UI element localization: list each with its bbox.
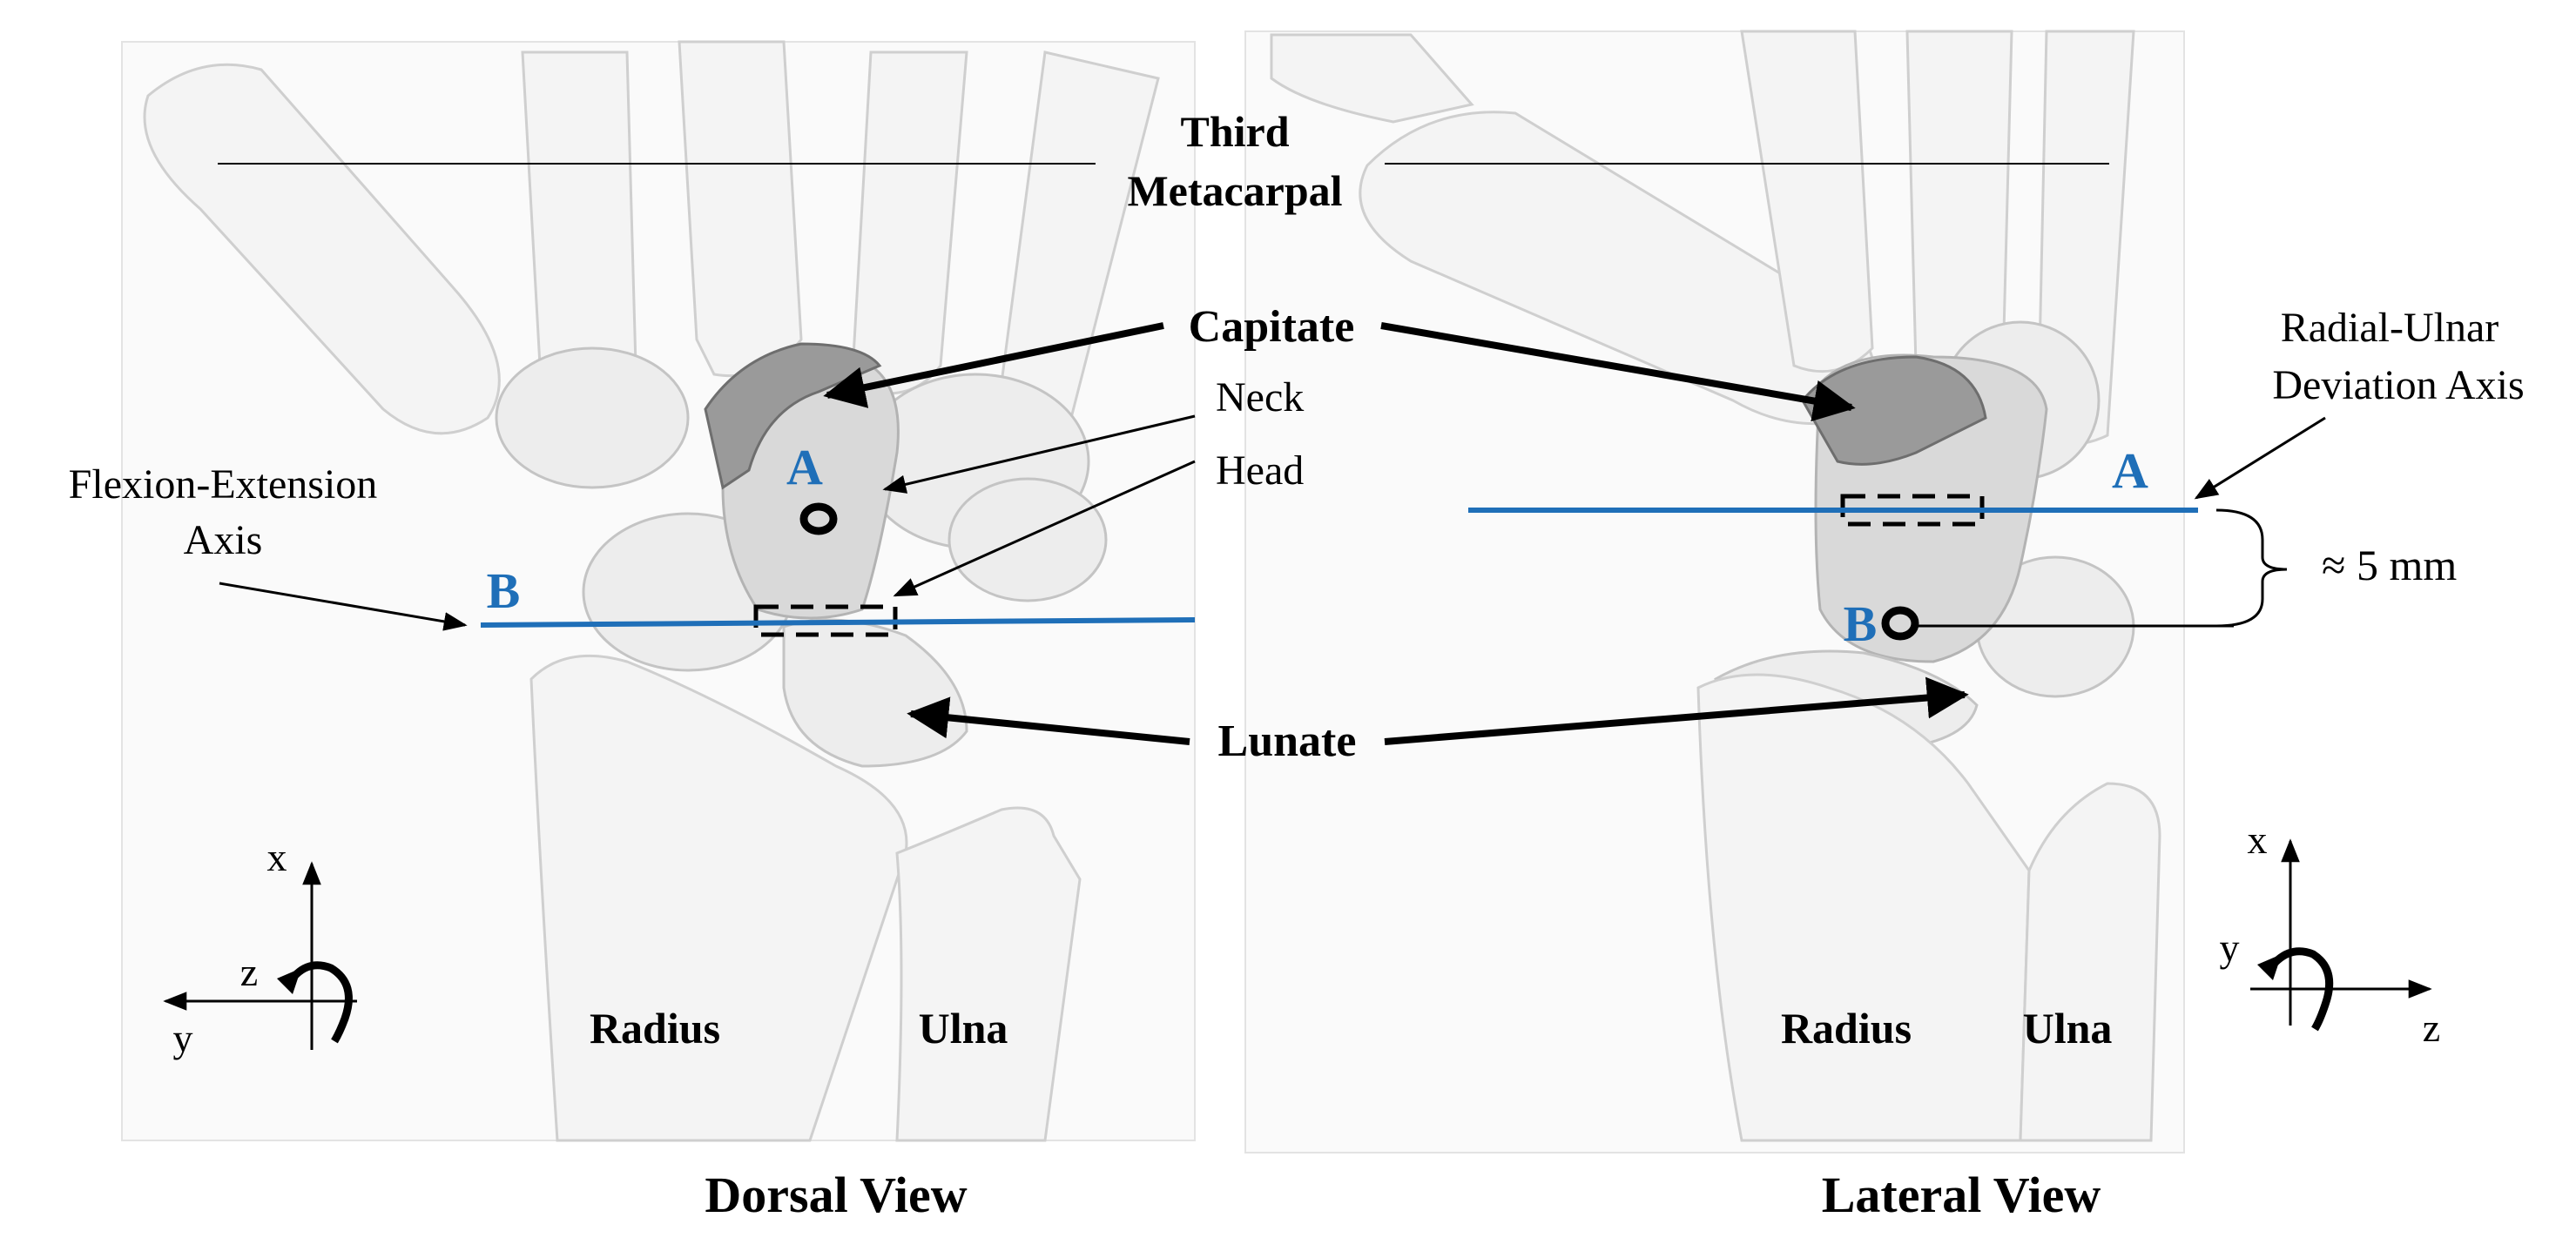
label-flexion-extension-line2: Axis xyxy=(184,517,263,563)
lateral-radius-bone xyxy=(1696,673,2031,1142)
dorsal-view-panel xyxy=(121,40,1196,1142)
dorsal-coordinate-axes xyxy=(163,861,357,1050)
label-lateral-axis-y: y xyxy=(2220,925,2240,970)
title-lateral-view: Lateral View xyxy=(1822,1167,2101,1223)
lateral-view-panel xyxy=(1244,30,2288,1153)
label-neck: Neck xyxy=(1216,374,1304,420)
label-lateral-axis-z: z xyxy=(2423,1006,2440,1050)
label-third-metacarpal-line1: Third xyxy=(1180,107,1289,156)
label-lunate: Lunate xyxy=(1218,716,1357,766)
label-dorsal-point-b: B xyxy=(487,562,521,619)
label-dorsal-point-a: A xyxy=(786,439,823,495)
flexion-extension-axis-line xyxy=(480,617,1196,628)
label-radius-dorsal: Radius xyxy=(590,1004,720,1053)
label-head: Head xyxy=(1216,447,1304,494)
label-flexion-extension-line1: Flexion-Extension xyxy=(69,461,378,508)
label-ulna-dorsal: Ulna xyxy=(919,1004,1008,1053)
label-lateral-axis-x: x xyxy=(2248,817,2268,862)
label-dorsal-axis-z: z xyxy=(240,950,258,994)
label-radius-lateral: Radius xyxy=(1781,1004,1912,1053)
dorsal-ulna-bone xyxy=(895,806,1082,1142)
dorsal-point-a-marker xyxy=(799,502,838,535)
label-distance: ≈ 5 mm xyxy=(2322,541,2457,589)
distance-brace xyxy=(2215,508,2288,628)
lateral-coordinate-axes xyxy=(2250,838,2432,1032)
lateral-point-b-marker xyxy=(1881,606,1919,641)
label-capitate: Capitate xyxy=(1189,302,1355,352)
text-labels: Third Metacarpal Capitate Neck Head Luna… xyxy=(69,107,2525,1223)
annotation-arrows xyxy=(218,163,2326,745)
label-lateral-point-b: B xyxy=(1844,595,1878,652)
lateral-metacarpals xyxy=(1270,30,2135,446)
label-radial-ulnar-line1: Radial-Ulnar xyxy=(2281,305,2499,351)
dorsal-carpals xyxy=(495,342,1108,672)
dorsal-radius-bone xyxy=(529,654,908,1142)
label-lateral-point-a: A xyxy=(2112,442,2148,499)
label-third-metacarpal-line2: Metacarpal xyxy=(1127,166,1342,215)
lateral-ulna-bone xyxy=(2019,782,2161,1142)
label-radial-ulnar-line2: Deviation Axis xyxy=(2272,362,2524,408)
title-dorsal-view: Dorsal View xyxy=(705,1167,967,1223)
label-dorsal-axis-x: x xyxy=(267,835,287,879)
label-dorsal-axis-y: y xyxy=(173,1016,193,1060)
label-ulna-lateral: Ulna xyxy=(2023,1004,2113,1053)
